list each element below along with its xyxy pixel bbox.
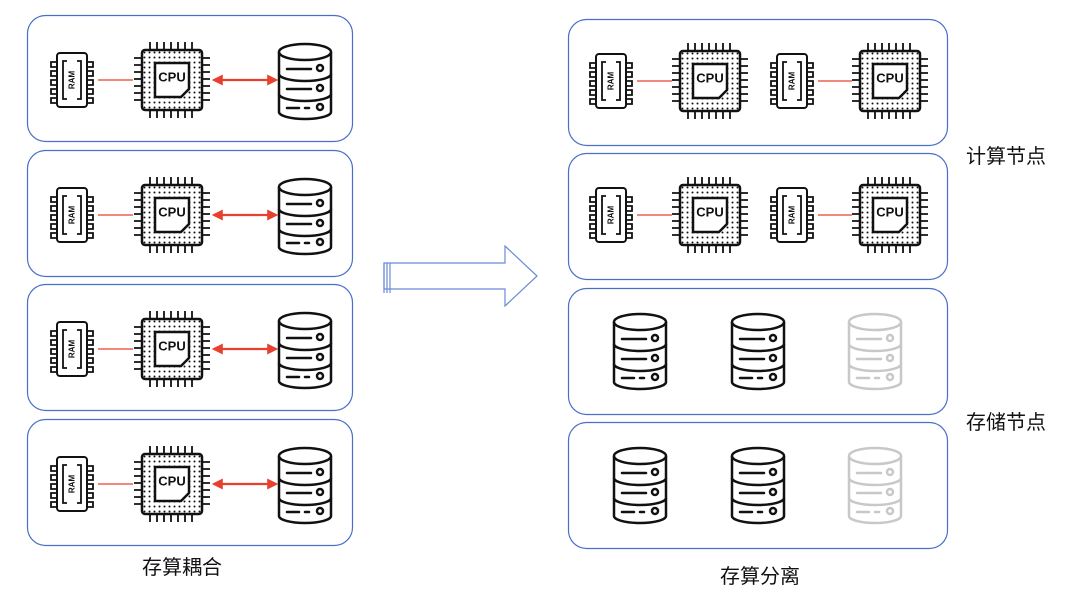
cpu-label: CPU [876, 205, 903, 220]
ram-label: RAM [68, 340, 77, 359]
compute-node: RAM CPU RAM CPU [567, 152, 949, 281]
ram-label: RAM [607, 72, 616, 91]
ram-label: RAM [68, 71, 77, 90]
ram-label: RAM [607, 206, 616, 225]
storage-nodes-label: 存储节点 [966, 410, 1046, 434]
database-server-icon [730, 312, 786, 391]
node-box-border [567, 152, 949, 281]
cpu-label: CPU [158, 205, 185, 220]
database-server-icon [277, 446, 333, 525]
coupled-label: 存算耦合 [142, 555, 222, 579]
coupled-node: RAM CPU [26, 418, 354, 547]
node-box-border [567, 18, 949, 147]
ram-label: RAM [788, 206, 797, 225]
cpu-label: CPU [696, 71, 723, 86]
ram-label: RAM [788, 72, 797, 91]
storage-node [567, 287, 949, 416]
compute-nodes-label: 计算节点 [966, 144, 1046, 168]
right-arrow-icon [383, 244, 538, 308]
database-server-icon [730, 446, 786, 525]
separated-label: 存算分离 [720, 564, 800, 588]
coupled-node: RAM CPU [26, 283, 354, 412]
database-server-icon [277, 42, 333, 121]
database-server-icon [612, 312, 668, 391]
cpu-label: CPU [158, 339, 185, 354]
ram-label: RAM [68, 206, 77, 225]
database-server-icon [612, 446, 668, 525]
storage-node [567, 421, 949, 550]
coupled-node: RAM CPU [26, 149, 354, 278]
cpu-label: CPU [876, 71, 903, 86]
cpu-label: CPU [158, 474, 185, 489]
database-server-icon-faded [847, 312, 903, 391]
arrow-tail-lines [383, 263, 391, 293]
database-server-icon-faded [847, 446, 903, 525]
cpu-label: CPU [696, 205, 723, 220]
database-server-icon [277, 311, 333, 390]
compute-node: RAM CPU RAM CPU [567, 18, 949, 147]
arrow-body [383, 244, 538, 308]
coupled-node: RAM CPU [26, 14, 354, 143]
ram-label: RAM [68, 475, 77, 494]
cpu-label: CPU [158, 70, 185, 85]
database-server-icon [277, 177, 333, 256]
